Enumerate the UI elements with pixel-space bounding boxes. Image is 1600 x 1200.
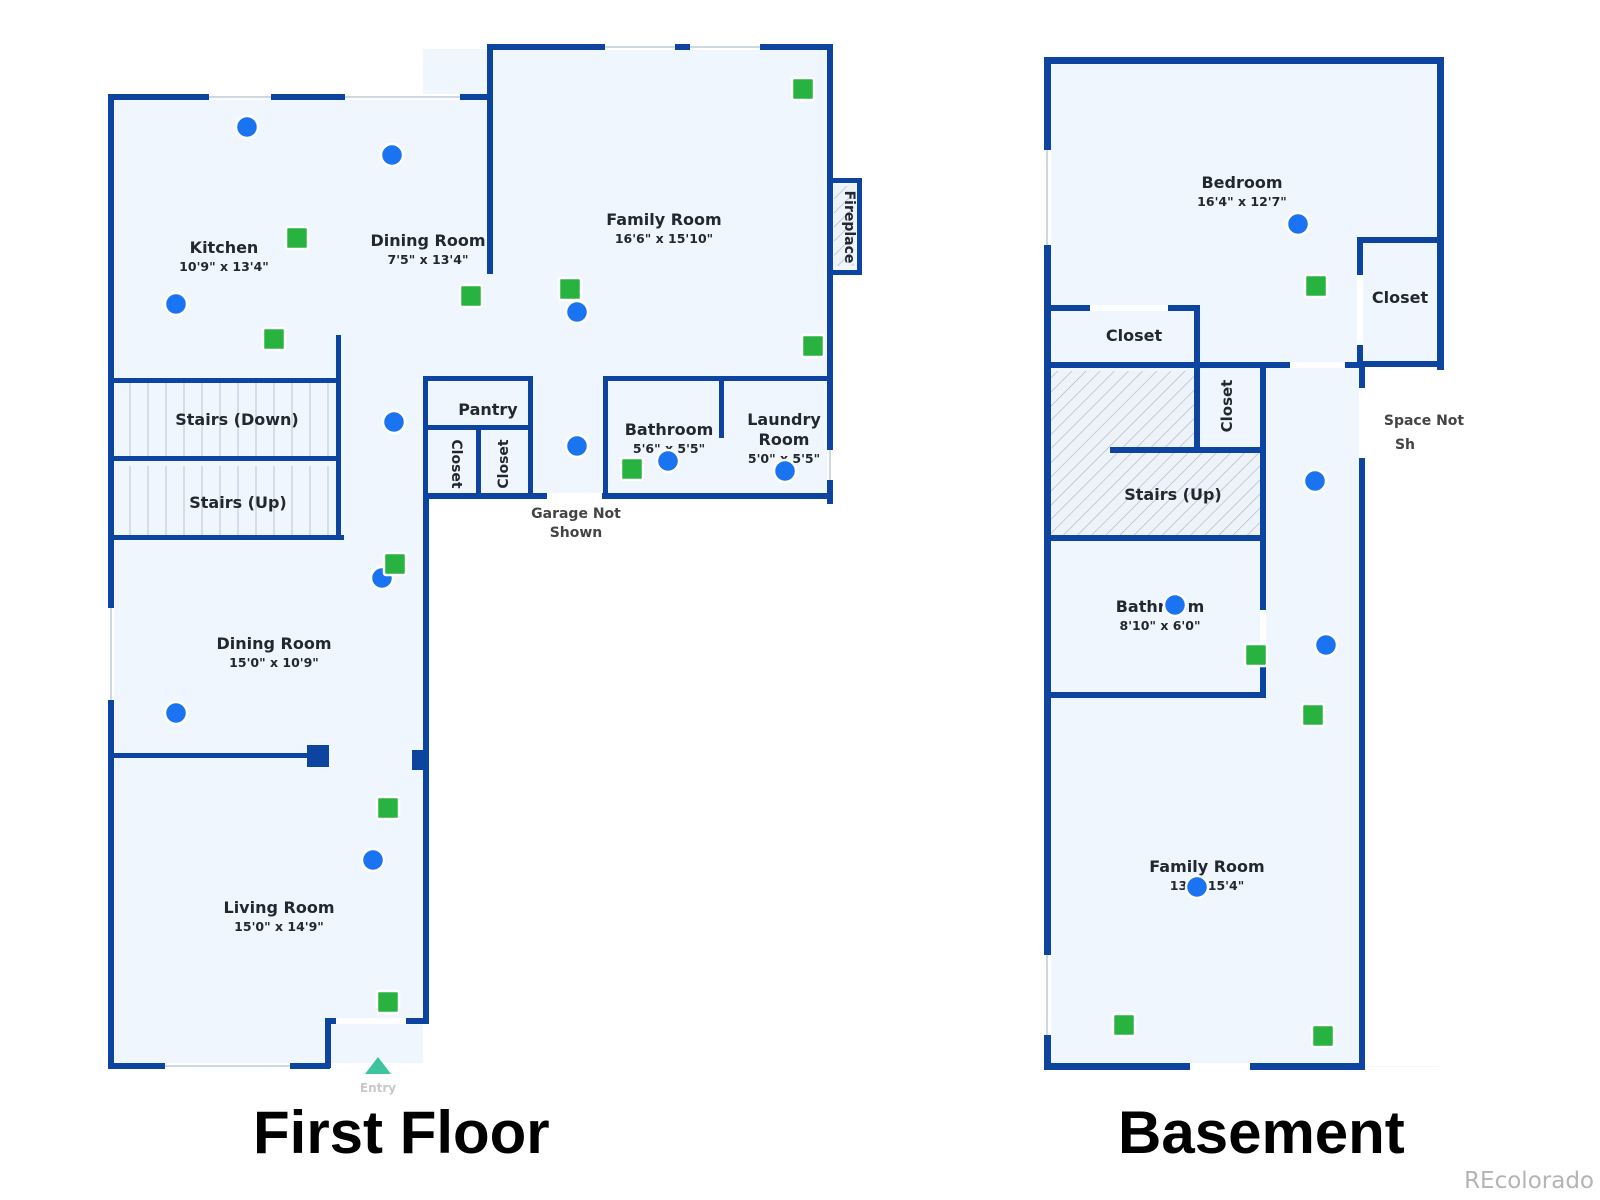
closet-bed-left-label: Closet (1106, 326, 1163, 345)
closet-vertical-label: Closet (1218, 380, 1236, 433)
dining-upper-label: Dining Room (370, 231, 485, 250)
kitchen-dims: 10'9" x 13'4" (179, 259, 269, 274)
family-first-dims: 16'6" x 15'10" (615, 231, 713, 246)
stairs-up-base-label: Stairs (Up) (1124, 485, 1222, 504)
family-base-label: Family Room (1149, 857, 1264, 876)
closet-b-label: Closet (496, 439, 512, 489)
photo-marker[interactable] (360, 847, 386, 873)
camera-marker[interactable] (382, 551, 408, 577)
fill-unfinished-area (1364, 366, 1439, 1066)
photo-marker[interactable] (163, 700, 189, 726)
stairs-down-label: Stairs (Down) (175, 410, 299, 429)
camera-marker[interactable] (790, 76, 816, 102)
camera-marker[interactable] (375, 989, 401, 1015)
basement-title: Basement (1118, 1099, 1405, 1166)
bedroom-dims: 16'4" x 12'7" (1197, 194, 1287, 209)
photo-marker[interactable] (163, 291, 189, 317)
camera-marker[interactable] (261, 326, 287, 352)
camera-marker[interactable] (1303, 273, 1329, 299)
photo-marker[interactable] (564, 299, 590, 325)
watermark: REcolorado (1464, 1168, 1594, 1194)
photo-marker[interactable] (1285, 211, 1311, 237)
photo-marker[interactable] (772, 458, 798, 484)
bedroom-label: Bedroom (1201, 173, 1282, 192)
laundry-label-line1: Laundry (747, 410, 821, 429)
photo-marker[interactable] (1313, 632, 1339, 658)
garage-note-line2: Shown (550, 525, 603, 541)
camera-marker[interactable] (1111, 1012, 1137, 1038)
basement-plan: Bedroom 16'4" x 12'7" Closet Closet Clos… (1044, 57, 1466, 1070)
garage-note-line1: Garage Not (531, 506, 621, 522)
fireplace-hatch (834, 186, 854, 266)
space-note-line2: Sh (1395, 437, 1415, 453)
photo-marker[interactable] (379, 142, 405, 168)
camera-marker[interactable] (375, 795, 401, 821)
laundry-label-line2: Room (759, 430, 810, 449)
closet-bed-right-label: Closet (1372, 288, 1429, 307)
hatch-stairs-lower (1049, 453, 1265, 536)
camera-marker[interactable] (1243, 642, 1269, 668)
first-floor-title: First Floor (253, 1099, 550, 1166)
space-note-line1: Space Not (1384, 413, 1465, 429)
photo-marker[interactable] (564, 433, 590, 459)
photo-marker[interactable] (381, 409, 407, 435)
closet-a-label: Closet (448, 439, 464, 489)
dining-upper-dims: 7'5" x 13'4" (388, 252, 469, 267)
kitchen-label: Kitchen (190, 238, 259, 257)
camera-marker[interactable] (800, 333, 826, 359)
camera-marker[interactable] (1310, 1023, 1336, 1049)
bathroom-base-dims: 8'10" x 6'0" (1120, 618, 1201, 633)
photo-marker[interactable] (655, 448, 681, 474)
basement-markers (1111, 211, 1339, 1049)
photo-marker[interactable] (234, 114, 260, 140)
hatch-stairs-upper (1049, 371, 1195, 453)
stairs-up-first-label: Stairs (Up) (189, 493, 287, 512)
first-floor-markers (163, 76, 826, 1015)
camera-marker[interactable] (619, 456, 645, 482)
living-dims: 15'0" x 14'9" (234, 919, 324, 934)
camera-marker[interactable] (1300, 702, 1326, 728)
bathroom-first-label: Bathroom (625, 420, 714, 439)
entry-note: Entry (360, 1081, 396, 1095)
stairs-treads-first (129, 383, 329, 537)
basement-windows (1044, 150, 1365, 1070)
camera-marker[interactable] (284, 225, 310, 251)
living-label: Living Room (224, 898, 335, 917)
camera-marker[interactable] (557, 276, 583, 302)
bathroom-first-dims: 5'6" x 5'5" (633, 441, 705, 456)
photo-marker[interactable] (1302, 468, 1328, 494)
camera-marker[interactable] (458, 283, 484, 309)
family-first-label: Family Room (606, 210, 721, 229)
pantry-label: Pantry (458, 400, 518, 419)
photo-marker[interactable] (1184, 874, 1210, 900)
laundry-dims: 5'0" x 5'5" (748, 451, 820, 466)
bathroom-base-label: Bathroom (1116, 597, 1205, 616)
fireplace-label: Fireplace (841, 191, 857, 264)
fill-left-wing (113, 383, 423, 1063)
first-floor-windows (108, 44, 833, 1069)
dining-lower-dims: 15'0" x 10'9" (229, 655, 319, 670)
first-floor-plan: Kitchen 10'9" x 13'4" Dining Room 7'5" x… (108, 44, 862, 1097)
photo-marker[interactable] (1162, 592, 1188, 618)
entry-arrow-icon (365, 1057, 391, 1074)
dining-lower-label: Dining Room (216, 634, 331, 653)
